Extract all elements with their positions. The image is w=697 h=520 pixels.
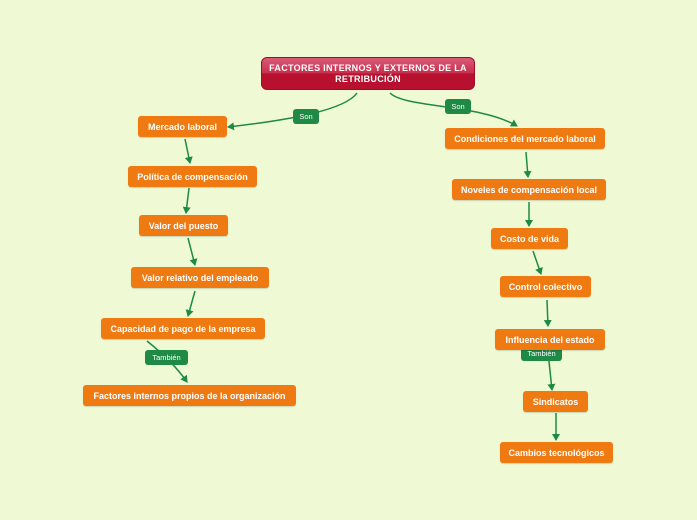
node-noveles-compensacion[interactable]: Noveles de compensación local: [452, 179, 606, 200]
node-costo-vida[interactable]: Costo de vida: [491, 228, 568, 249]
connector-r4: [543, 299, 552, 327]
connector-r1: [523, 151, 532, 178]
node-capacidad-pago[interactable]: Capacidad de pago de la empresa: [101, 318, 265, 339]
node-condiciones-mercado[interactable]: Condiciones del mercado laboral: [445, 128, 605, 149]
node-mercado-laboral[interactable]: Mercado laboral: [138, 116, 227, 137]
node-control-colectivo[interactable]: Control colectivo: [500, 276, 591, 297]
connector-l2: [182, 187, 191, 214]
node-sindicatos[interactable]: Sindicatos: [523, 391, 588, 412]
node-valor-relativo-empleado[interactable]: Valor relativo del empleado: [131, 267, 269, 288]
central-topic[interactable]: FACTORES INTERNOS Y EXTERNOS DE LA RETRI…: [261, 57, 475, 90]
link-label-son-right: Son: [445, 99, 471, 114]
connector-r3: [532, 250, 543, 275]
link-label-tambien-left: También: [145, 350, 188, 365]
node-influencia-estado[interactable]: Influencia del estado: [495, 329, 605, 350]
connector-l4: [185, 290, 196, 317]
link-label-son-left: Son: [293, 109, 319, 124]
node-factores-internos[interactable]: Factores internos propios de la organiza…: [83, 385, 296, 406]
connector-l3: [187, 237, 198, 266]
connector-l1: [184, 138, 193, 164]
node-politica-compensacion[interactable]: Política de compensación: [128, 166, 257, 187]
node-valor-puesto[interactable]: Valor del puesto: [139, 215, 228, 236]
node-cambios-tecnologicos[interactable]: Cambios tecnológicos: [500, 442, 613, 463]
